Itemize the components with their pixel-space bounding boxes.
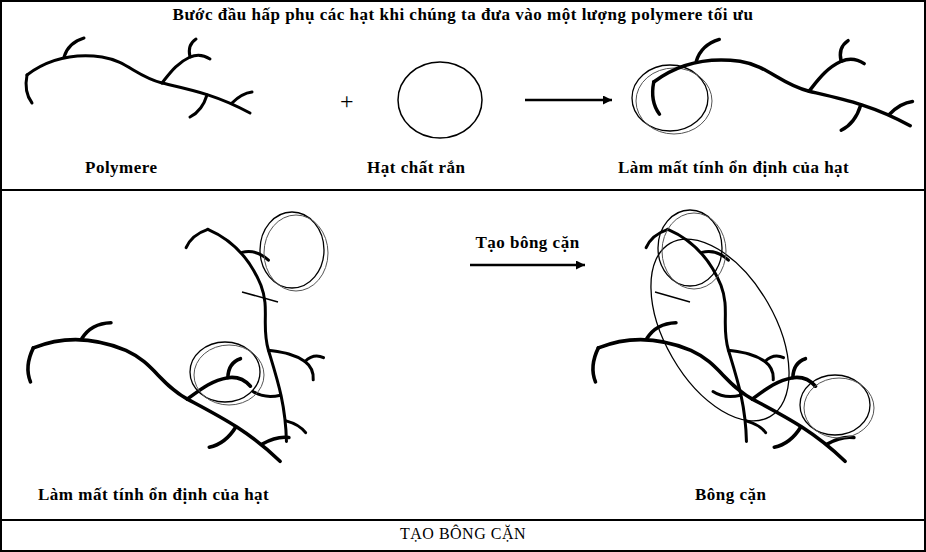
- figure-group: Bông cặn: [585, 195, 915, 515]
- process-arrow: [470, 264, 585, 267]
- figure-group: Polymere: [15, 28, 265, 180]
- pointer-line: [242, 292, 278, 302]
- figure-label: Polymere: [85, 158, 158, 178]
- figure-group: Làm mất tính ổn định của hạt: [612, 28, 920, 180]
- polymer-chain: [171, 210, 352, 445]
- polymer-chain: [631, 210, 812, 445]
- solid-particle: [398, 62, 482, 138]
- plus-sign: +: [340, 88, 354, 115]
- solid-particle: [662, 213, 726, 289]
- process-arrow: [525, 99, 612, 102]
- figure-group: Làm mất tính ổn định của hạt: [30, 195, 470, 515]
- figure-label: Bông cặn: [695, 485, 767, 505]
- solid-particle: [260, 212, 324, 288]
- polymer-chain: [653, 39, 913, 130]
- solid-particle: [264, 215, 328, 291]
- polymer-chain: [26, 38, 252, 117]
- arrow-label: Tạo bông cặn: [472, 233, 582, 253]
- panel-divider: [1, 519, 925, 521]
- solid-particle: [194, 345, 264, 405]
- solid-particle: [804, 378, 874, 438]
- figure-label: Làm mất tính ổn định của hạt: [38, 485, 269, 505]
- polymer-chain: [19, 305, 305, 467]
- polymer-chain: [584, 305, 870, 467]
- panel-divider: [1, 189, 925, 191]
- panel-heading: Bước đầu hấp phụ các hạt khi chúng ta đư…: [0, 5, 926, 25]
- figure-label: Làm mất tính ổn định của hạt: [618, 158, 849, 178]
- figure-label: Hạt chất rắn: [367, 158, 466, 178]
- pointer-line: [655, 292, 690, 302]
- figure-caption: TẠO BÔNG CẶN: [0, 525, 926, 543]
- solid-particle: [636, 68, 712, 134]
- solid-particle: [658, 210, 722, 286]
- figure-group: Hạt chất rắn: [355, 28, 525, 180]
